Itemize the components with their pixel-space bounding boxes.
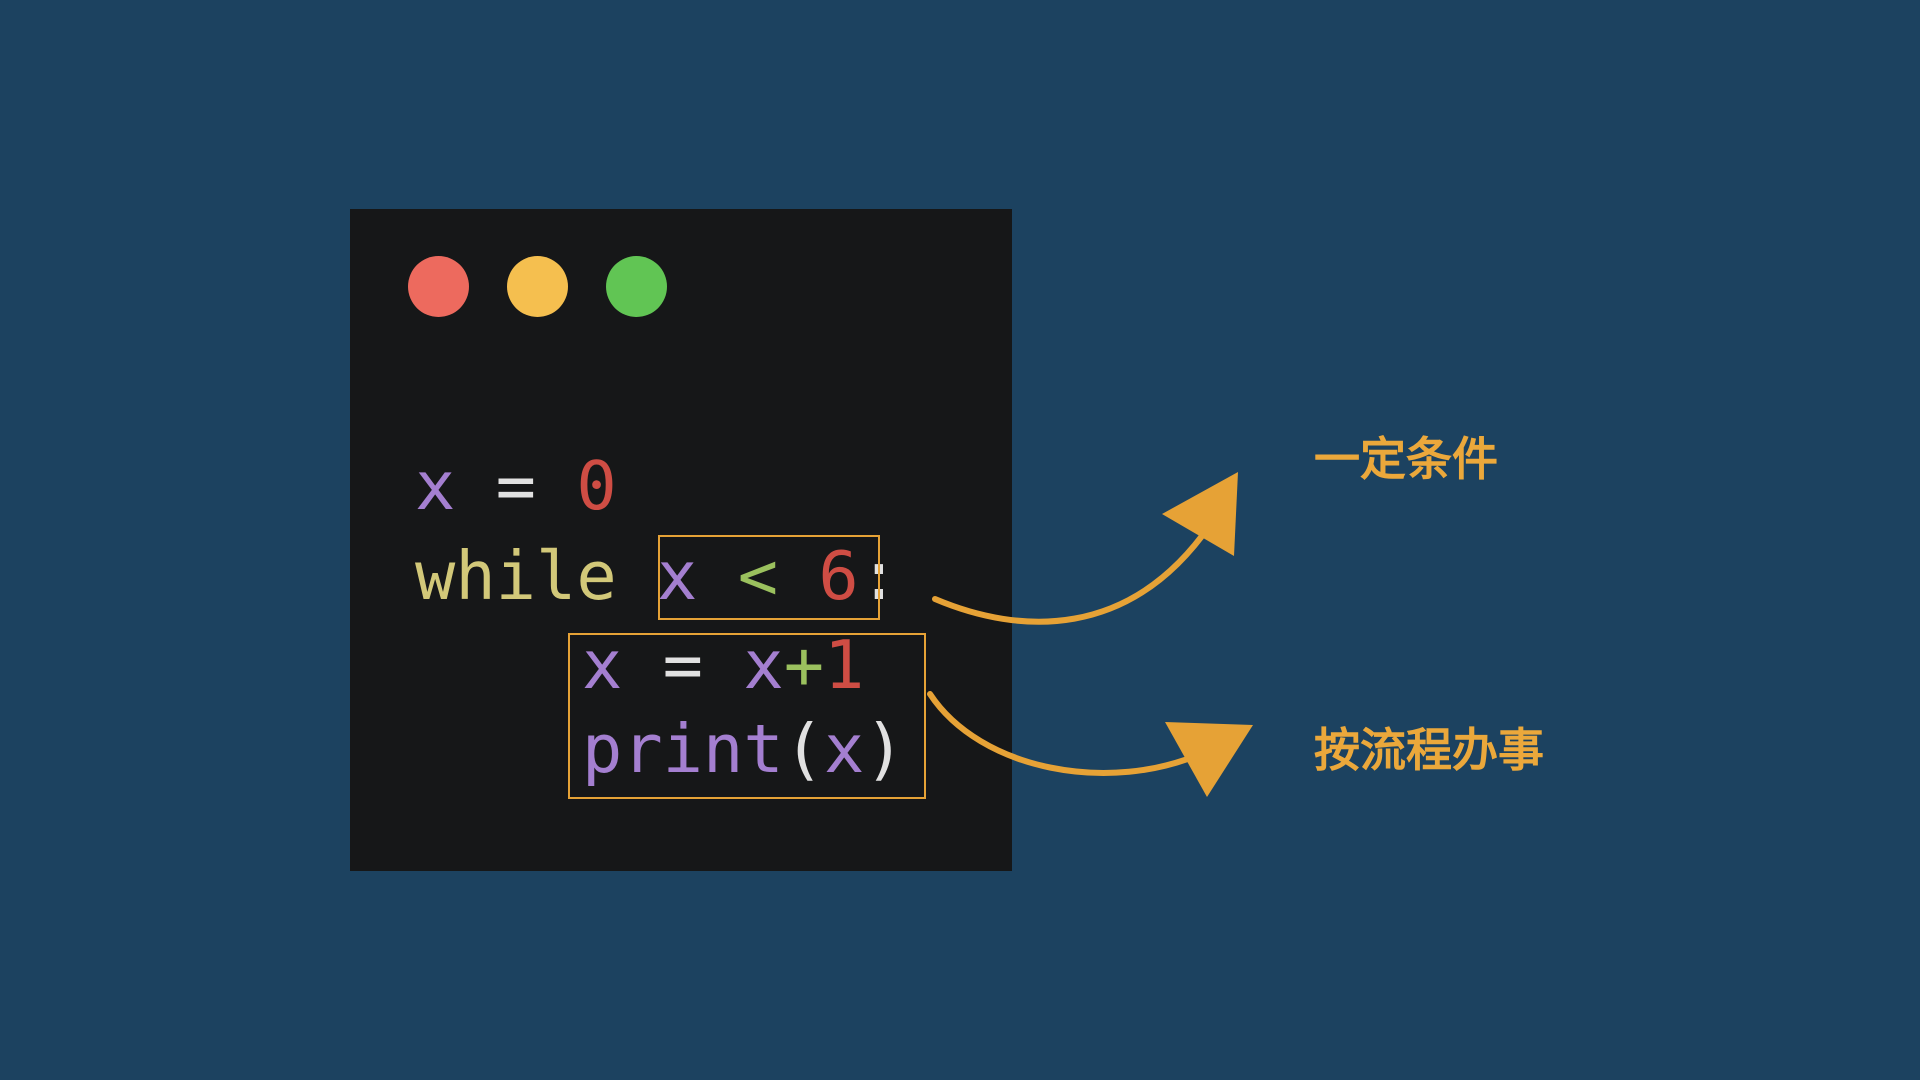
minimize-button-dot (507, 256, 568, 317)
condition-arrowhead (1162, 472, 1238, 556)
code-token-var: x (415, 447, 456, 525)
code-line-assign-zero: x = 0 (415, 446, 617, 526)
code-token-paren-open: ( (783, 710, 825, 788)
code-token-plus: + (783, 626, 825, 704)
code-token-paren-close: ) (864, 710, 905, 788)
body-label: 按流程办事 (1314, 723, 1544, 777)
condition-highlight-box (658, 535, 880, 620)
code-token-var: x (582, 626, 623, 704)
code-token-var: x (657, 537, 698, 615)
body-highlight-box (568, 633, 926, 799)
maximize-button-dot (606, 256, 667, 317)
body-arrow (927, 691, 1208, 776)
code-token-var: x (743, 626, 784, 704)
close-button-dot (408, 256, 469, 317)
code-token-var: x (824, 710, 865, 788)
code-token-num: 0 (576, 447, 617, 525)
code-token-num: 1 (824, 626, 865, 704)
code-line-increment: x = x+1 (582, 625, 864, 705)
code-token-op: = (455, 447, 577, 525)
code-token-compare: < (697, 537, 819, 615)
body-arrowhead (1165, 722, 1253, 797)
code-line-while: while x < 6: (415, 536, 899, 616)
code-token-func: print (582, 710, 784, 788)
code-token-keyword: while (415, 537, 617, 615)
condition-label: 一定条件 (1314, 432, 1498, 486)
code-window: x = 0 while x < 6: x = x+1 print(x) (350, 209, 1012, 871)
code-line-print: print(x) (582, 709, 905, 789)
condition-arrow (932, 522, 1213, 625)
code-token-op: = (622, 626, 744, 704)
code-token-num: 6 (818, 537, 859, 615)
